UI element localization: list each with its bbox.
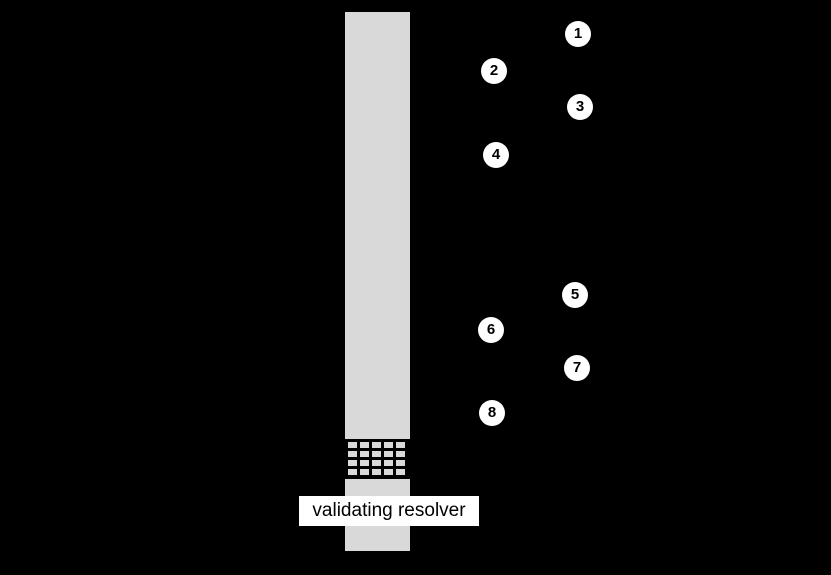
step-circle-1: 1 <box>565 21 591 47</box>
step-circle-4: 4 <box>483 142 509 168</box>
step-circle-7: 7 <box>564 355 590 381</box>
resolver-timeline-bar <box>345 12 410 439</box>
step-circle-3: 3 <box>567 94 593 120</box>
validating-resolver-label: validating resolver <box>299 496 479 526</box>
step-circle-2: 2 <box>481 58 507 84</box>
step-circle-5: 5 <box>562 282 588 308</box>
hatched-grid-segment <box>345 439 410 479</box>
step-circle-6: 6 <box>478 317 504 343</box>
step-circle-8: 8 <box>479 400 505 426</box>
